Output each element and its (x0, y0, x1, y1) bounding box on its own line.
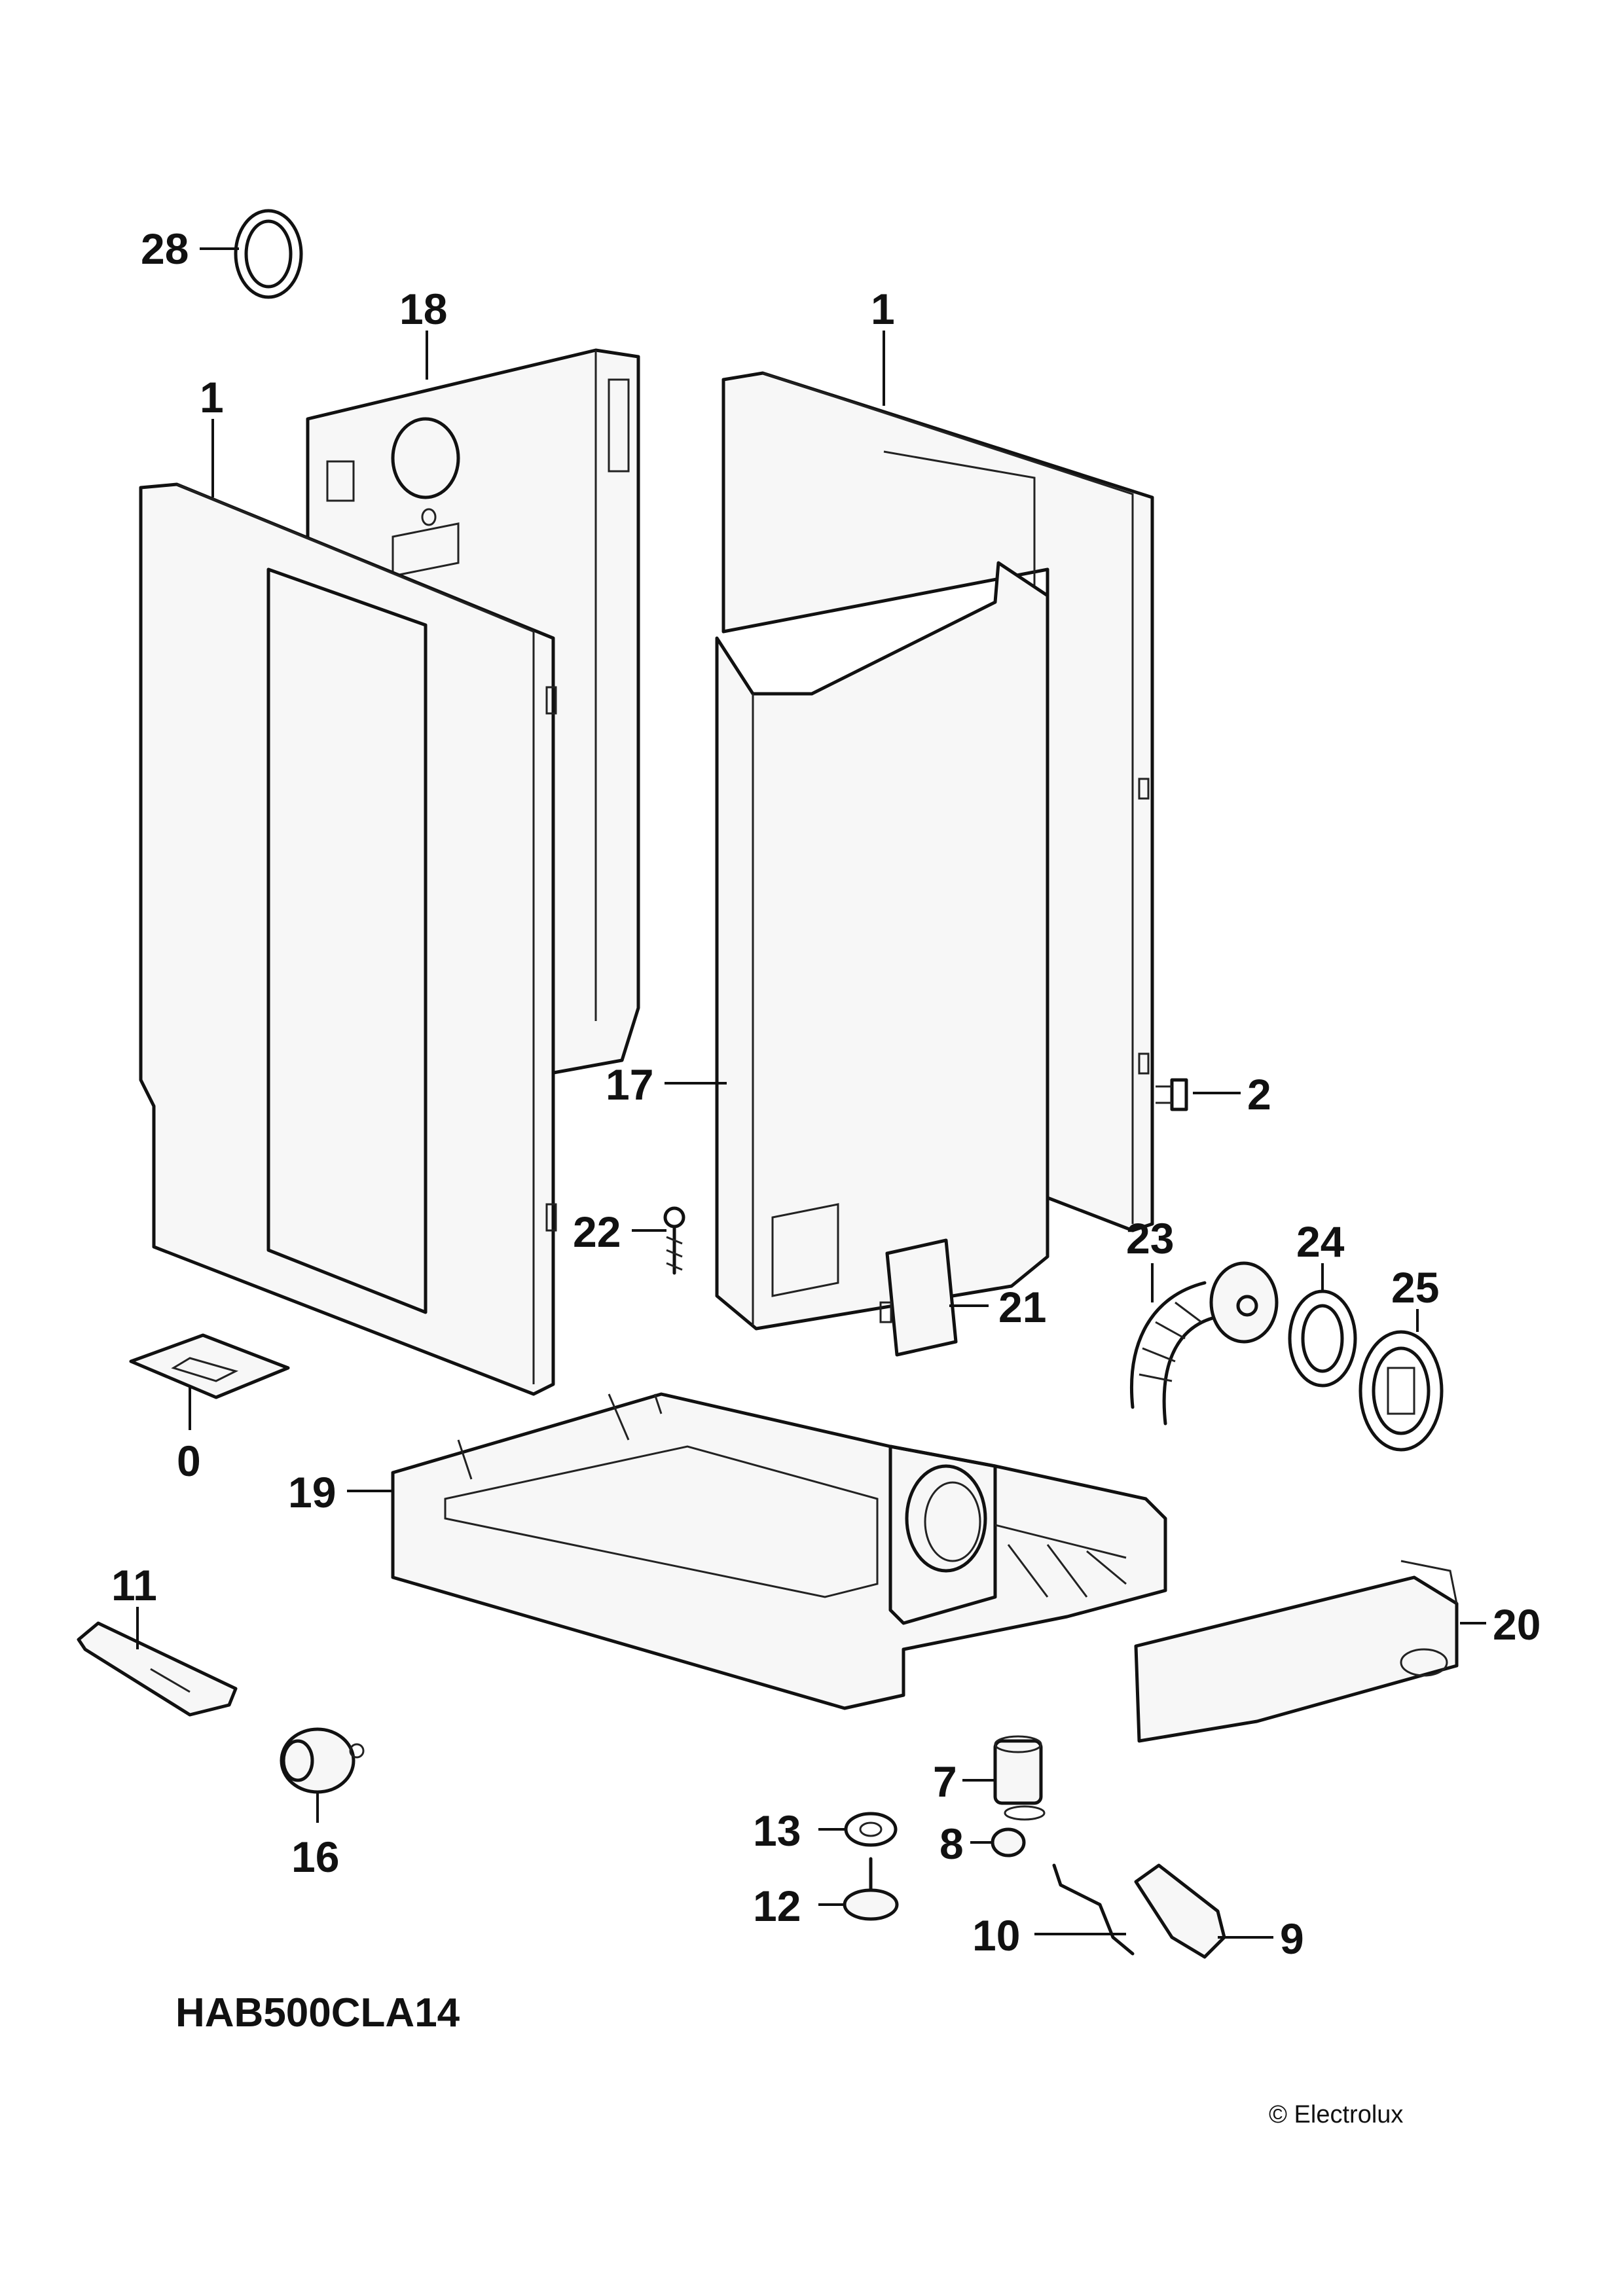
part-25-nozzle-cap (1359, 1330, 1444, 1452)
callout-28: 28 (141, 224, 189, 273)
part-21-cover-flap (879, 1238, 958, 1357)
part-20-kickplate (1134, 1560, 1459, 1743)
callout-19: 19 (288, 1468, 336, 1516)
part-8-nut (991, 1827, 1026, 1857)
part-24-seal-ring (1288, 1289, 1357, 1388)
callout-8: 8 (939, 1820, 964, 1868)
part-23-hose (1130, 1261, 1279, 1426)
callout-labels: 28 18 1 1 2 17 22 21 23 24 25 0 19 11 20… (111, 224, 1541, 1963)
part-7-foot (993, 1735, 1046, 1821)
callout-17: 17 (606, 1060, 653, 1109)
part-16-bushing (280, 1727, 365, 1794)
callout-25: 25 (1391, 1263, 1439, 1312)
callout-7: 7 (933, 1757, 957, 1806)
callout-20: 20 (1493, 1600, 1541, 1649)
leader-lines (136, 247, 1486, 1939)
callout-0: 0 (177, 1437, 201, 1485)
callout-1-left: 1 (200, 373, 224, 422)
part-13-star-washer (844, 1812, 898, 1847)
part-28-ring (234, 209, 303, 299)
callout-24: 24 (1296, 1217, 1345, 1266)
callout-21: 21 (998, 1283, 1046, 1331)
part-11-bracket (77, 1621, 238, 1717)
callout-10: 10 (972, 1911, 1020, 1960)
part-12-adjustable-foot (843, 1857, 899, 1921)
part-19-base-frame (391, 1392, 1167, 1710)
part-2-clip (1156, 1078, 1188, 1111)
callout-2: 2 (1247, 1070, 1271, 1119)
callout-11: 11 (111, 1561, 157, 1609)
part-22-screw (663, 1206, 685, 1275)
callout-12: 12 (753, 1882, 801, 1930)
model-code: HAB500CLA14 (175, 1990, 460, 2036)
callout-22: 22 (573, 1208, 621, 1256)
callout-16: 16 (291, 1833, 339, 1881)
callout-13: 13 (753, 1806, 801, 1855)
part-0-plate (129, 1333, 290, 1399)
part-10-wire (1052, 1863, 1135, 1956)
callout-1-right: 1 (871, 285, 895, 333)
part-17-front-duct (715, 561, 1049, 1331)
copyright-notice: © Electrolux (1269, 2101, 1404, 2128)
part-1-left-side-panel (139, 482, 557, 1396)
part-9-lever (1134, 1863, 1226, 1959)
callout-23: 23 (1126, 1214, 1174, 1263)
callout-18: 18 (399, 285, 447, 333)
callout-9: 9 (1280, 1914, 1304, 1963)
